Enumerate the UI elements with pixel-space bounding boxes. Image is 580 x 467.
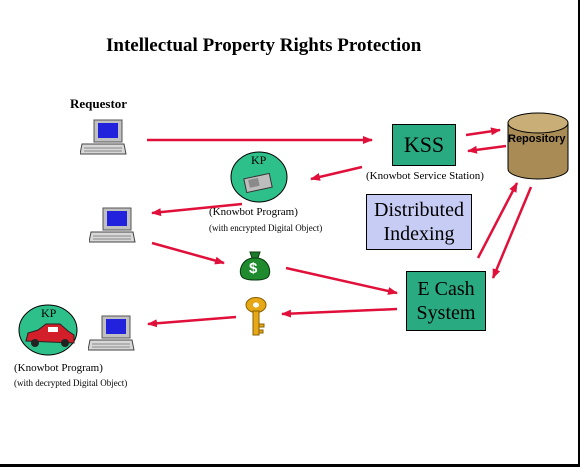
kss-box: KSS <box>392 124 456 166</box>
knowbot-car-icon <box>18 304 78 356</box>
ecash-label: E Cash <box>417 278 475 300</box>
distributed-indexing-box: Distributed Indexing <box>366 194 472 250</box>
database-icon <box>507 112 569 180</box>
arrow-ecash-to-repository <box>476 182 519 259</box>
requestor-label: Requestor <box>70 96 128 111</box>
computer-icon <box>80 119 127 155</box>
repository-label: Repository <box>508 133 566 145</box>
system-label: System <box>416 302 476 324</box>
frame-border-bottom <box>0 464 580 467</box>
ecash-system-box: E Cash System <box>406 271 486 331</box>
kp-encrypted-title: (Knowbot Program) <box>209 206 298 218</box>
kp-decrypted-badge: KP <box>41 306 57 320</box>
computer-icon <box>89 207 136 243</box>
arrow-key-to-computer <box>147 315 237 328</box>
key-icon <box>245 297 267 336</box>
computer-icon <box>88 315 135 351</box>
kss-caption: (Knowbot Service Station) <box>366 170 484 182</box>
kp-decrypted-title: (Knowbot Program) <box>14 362 103 374</box>
arrow-repository-to-ecash <box>491 186 533 279</box>
kp-encrypted-badge: KP <box>251 153 267 167</box>
diagram-title: Intellectual Property Rights Protection <box>106 35 422 56</box>
indexing-label: Indexing <box>383 223 455 245</box>
arrow-kss-to-knowbot <box>310 165 363 181</box>
knowbot-icon <box>230 151 288 203</box>
arrow-computer-to-money <box>151 241 225 265</box>
arrow-repository-to-kss <box>467 144 507 154</box>
distributed-label: Distributed <box>374 199 464 221</box>
money-symbol: $ <box>249 260 258 277</box>
money-bag-icon <box>239 251 271 281</box>
kss-label: KSS <box>403 132 445 157</box>
kp-decrypted-subtitle: (with decrypted Digital Object) <box>14 378 128 388</box>
arrow-kss-to-repository <box>465 127 501 137</box>
arrow-knowbot-to-computer <box>151 202 243 217</box>
arrow-ecash-to-key <box>281 307 398 318</box>
frame-border-right <box>578 0 580 467</box>
arrow-money-to-ecash <box>285 266 398 295</box>
kp-encrypted-subtitle: (with encrypted Digital Object) <box>209 223 323 233</box>
